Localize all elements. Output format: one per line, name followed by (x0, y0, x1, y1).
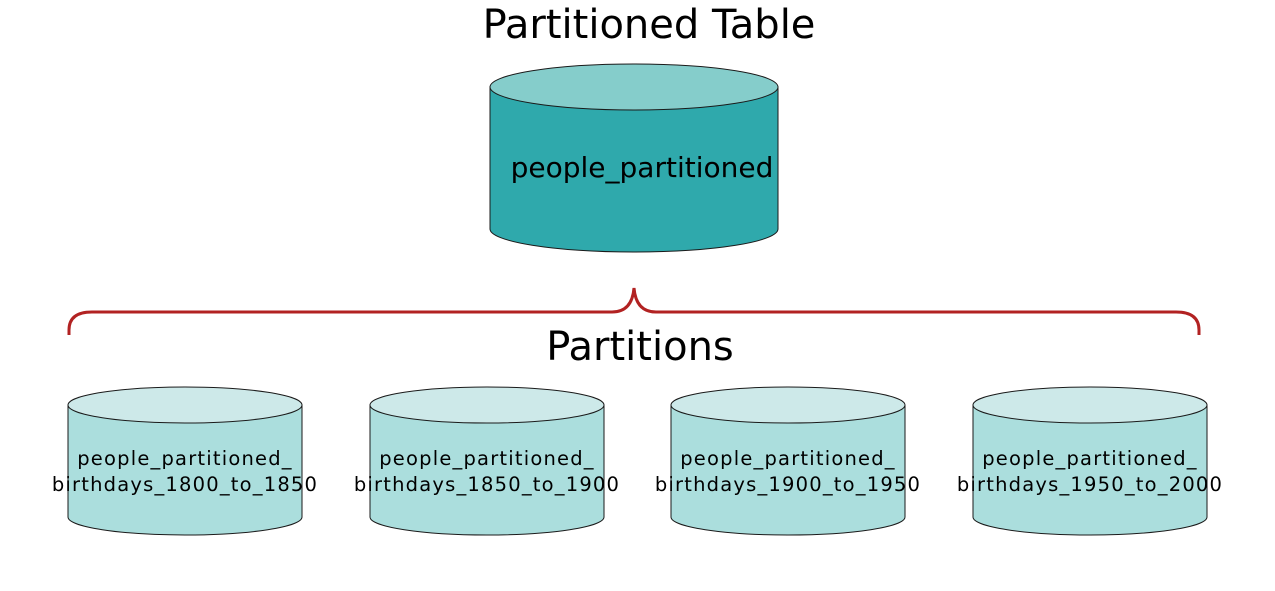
main-table-top (489, 63, 779, 111)
partition-body (972, 404, 1208, 536)
partition-top (67, 386, 303, 424)
partition-label-line1: people_partitioned_ (680, 447, 896, 470)
partition-label-line2: birthdays_1800_to_1850 (52, 473, 318, 496)
partition-body (670, 404, 906, 536)
partition-label-line2: birthdays_1850_to_1900 (354, 473, 620, 496)
partition-list: people_partitioned_ birthdays_1800_to_185… (52, 386, 1223, 536)
partition-cylinder: people_partitioned_ birthdays_1800_to_185… (52, 386, 318, 536)
partition-top (972, 386, 1208, 424)
partitions-label: Partitions (546, 324, 734, 370)
main-table-cylinder: people_partitioned (489, 63, 779, 253)
partition-cylinder: people_partitioned_ birthdays_1950_to_200… (957, 386, 1223, 536)
main-table-body (489, 86, 779, 253)
partition-cylinder: people_partitioned_ birthdays_1900_to_195… (655, 386, 921, 536)
partitions-bracket (67, 287, 1201, 335)
main-table-label: people_partitioned (511, 151, 774, 184)
partition-body (67, 404, 303, 536)
partition-cylinder: people_partitioned_ birthdays_1850_to_190… (354, 386, 620, 536)
partition-top (670, 386, 906, 424)
partition-body (369, 404, 605, 536)
partition-top (369, 386, 605, 424)
partition-label-line1: people_partitioned_ (379, 447, 595, 470)
diagram-title: Partitioned Table (483, 2, 816, 48)
partition-label-line1: people_partitioned_ (77, 447, 293, 470)
partition-label-line1: people_partitioned_ (982, 447, 1198, 470)
partition-label-line2: birthdays_1950_to_2000 (957, 473, 1223, 496)
partition-label-line2: birthdays_1900_to_1950 (655, 473, 921, 496)
